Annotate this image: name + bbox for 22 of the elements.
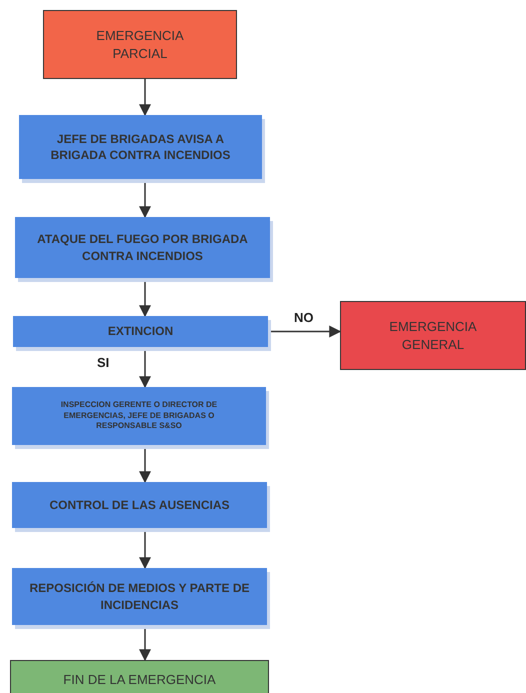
- process-box: [12, 568, 267, 625]
- edge-label: SI: [95, 355, 112, 370]
- process-box: [19, 115, 262, 179]
- process-box: [12, 482, 267, 528]
- arrow: [139, 79, 151, 116]
- node-text: FIN DE LA EMERGENCIA: [63, 671, 216, 689]
- node-text: EMERGENCIA GENERAL: [388, 318, 478, 354]
- process-box: [13, 316, 268, 347]
- node-text: EXTINCION: [108, 323, 174, 340]
- process-box: [15, 217, 270, 278]
- process-box: [340, 301, 526, 370]
- node-text: INSPECCION GERENTE O DIRECTOR DE EMERGENCIAS, JEFE DE BRIGADAS O RESPONSABLE S&SO: [60, 400, 218, 432]
- process-box: [12, 387, 266, 445]
- arrow: [268, 326, 342, 338]
- terminal-box: [10, 660, 269, 693]
- terminal-box: [43, 10, 237, 79]
- node-text: CONTROL DE LAS AUSENCIAS: [49, 496, 230, 514]
- node-text: JEFE DE BRIGADAS AVISA A BRIGADA CONTRA INCENDIOS: [50, 130, 232, 164]
- node-text: EMERGENCIA PARCIAL: [95, 26, 185, 62]
- edge-label: NO: [292, 310, 316, 324]
- node-text: REPOSICIÓN DE MEDIOS Y PARTE DE INCIDENCIAS: [28, 580, 251, 613]
- node-text: ATAQUE DEL FUEGO POR BRIGADA CONTRA INCENDIOS: [36, 231, 249, 264]
